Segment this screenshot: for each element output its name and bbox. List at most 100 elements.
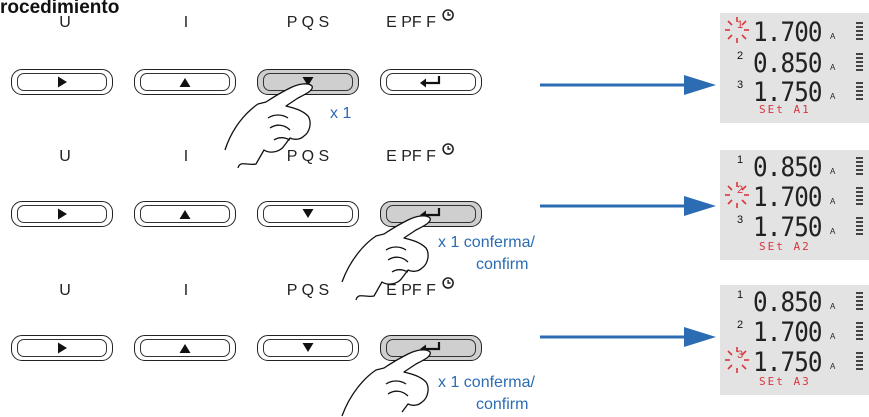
row-unit: A: [830, 332, 836, 341]
lcd-set-label: SEt A3: [759, 375, 811, 388]
down-triangle-icon: [302, 343, 314, 352]
lcd-display-1: 1 1.700 A 2 0.850 A 3 1.750 A SEt A1: [720, 13, 869, 123]
bargraph-icon: [856, 352, 863, 372]
row-index: 1: [737, 289, 744, 301]
arrow-step-1: [540, 75, 716, 95]
row-unit: A: [830, 302, 836, 311]
blink-indicator-icon: [725, 347, 749, 373]
bargraph-icon: [856, 157, 863, 177]
lcd-row-2: 2 1.700 A: [720, 317, 869, 348]
play-triangle-icon: [58, 76, 67, 88]
row-unit: A: [830, 197, 836, 206]
note-confirm: confirm: [476, 396, 529, 413]
lcd-row-2: 2 0.850 A: [720, 48, 869, 79]
down-triangle-icon: [302, 77, 314, 86]
page-title: rocedimiento: [0, 0, 120, 18]
bargraph-icon: [856, 217, 863, 237]
label-i: I: [183, 14, 189, 31]
clock-icon: [442, 276, 454, 294]
row-unit: A: [830, 32, 836, 41]
row-unit: A: [830, 63, 836, 72]
down-triangle-icon: [302, 209, 314, 218]
hand-pointer-icon: [341, 215, 431, 301]
label-u: U: [59, 148, 71, 165]
row-value: 0.850: [753, 152, 823, 183]
i-button[interactable]: [134, 201, 236, 227]
press-count-note: x 1 conferma/: [438, 234, 535, 252]
row-value: 1.750: [753, 347, 823, 378]
row-index: 1: [737, 19, 744, 31]
u-button[interactable]: [11, 335, 113, 361]
up-triangle-icon: [179, 78, 191, 87]
pqs-button[interactable]: [257, 201, 359, 227]
label-pqs: P Q S: [286, 14, 330, 31]
bargraph-icon: [856, 322, 863, 342]
row-index: 3: [737, 349, 744, 361]
lcd-row-3: 3 1.750 A: [720, 212, 869, 243]
row-value: 1.750: [753, 77, 823, 108]
note-confirm: confirm: [476, 256, 529, 273]
row-value: 1.750: [753, 212, 823, 243]
label-i: I: [183, 282, 189, 299]
hand-pointer-icon: [341, 349, 431, 417]
arrow-step-2: [540, 196, 716, 216]
row-index: 2: [737, 319, 744, 331]
enter-arrow-icon: [420, 76, 441, 88]
row-value: 0.850: [753, 48, 823, 79]
press-count-note: x 1 conferma/: [438, 374, 535, 392]
lcd-row-1: 1 0.850 A: [720, 287, 869, 318]
label-epf: E PF F: [386, 9, 454, 32]
label-epf-text: E PF F: [386, 14, 436, 31]
arrow-step-3: [540, 327, 716, 347]
row-index: 2: [737, 184, 744, 196]
i-button[interactable]: [134, 69, 236, 95]
bargraph-icon: [856, 292, 863, 312]
row-unit: A: [830, 362, 836, 371]
i-button[interactable]: [134, 335, 236, 361]
row-unit: A: [830, 92, 836, 101]
press-count: x 1: [438, 374, 460, 391]
epf-button[interactable]: [380, 335, 482, 361]
blink-indicator-icon: [725, 17, 749, 43]
bargraph-icon: [856, 187, 863, 207]
u-button[interactable]: [11, 201, 113, 227]
row-value: 1.700: [753, 317, 823, 348]
row-index: 3: [737, 214, 744, 226]
label-epf: E PF F: [386, 277, 454, 300]
pqs-button[interactable]: [257, 335, 359, 361]
press-count: x 1: [438, 234, 460, 251]
row-unit: A: [830, 227, 836, 236]
bargraph-icon: [856, 53, 863, 73]
epf-button[interactable]: [380, 201, 482, 227]
hand-pointer-icon: [224, 83, 313, 169]
lcd-row-3: 3 1.750 A: [720, 77, 869, 108]
up-triangle-icon: [179, 344, 191, 353]
play-triangle-icon: [58, 342, 67, 354]
lcd-set-label: SEt A1: [759, 103, 811, 116]
bargraph-icon: [856, 22, 863, 42]
lcd-row-3: 3 1.750 A: [720, 347, 869, 378]
press-count: x 1: [330, 105, 352, 122]
lcd-row-1: 1 1.700 A: [720, 17, 869, 48]
label-i: I: [183, 148, 189, 165]
label-pqs: P Q S: [286, 148, 330, 165]
u-button[interactable]: [11, 69, 113, 95]
row-unit: A: [830, 167, 836, 176]
lcd-row-2: 2 1.700 A: [720, 182, 869, 213]
label-epf-text: E PF F: [386, 148, 436, 165]
row-value: 1.700: [753, 17, 823, 48]
row-index: 1: [737, 154, 744, 166]
bargraph-icon: [856, 82, 863, 102]
label-epf: E PF F: [386, 143, 454, 166]
row-value: 1.700: [753, 182, 823, 213]
play-triangle-icon: [58, 208, 67, 220]
epf-button[interactable]: [380, 69, 482, 95]
lcd-set-label: SEt A2: [759, 240, 811, 253]
note-conferma: conferma/: [463, 234, 535, 251]
label-epf-text: E PF F: [386, 282, 436, 299]
row-value: 0.850: [753, 287, 823, 318]
row-index: 3: [737, 79, 744, 91]
label-u: U: [59, 282, 71, 299]
lcd-display-3: 1 0.850 A 2 1.700 A 3 1.750 A SEt A3: [720, 285, 869, 395]
